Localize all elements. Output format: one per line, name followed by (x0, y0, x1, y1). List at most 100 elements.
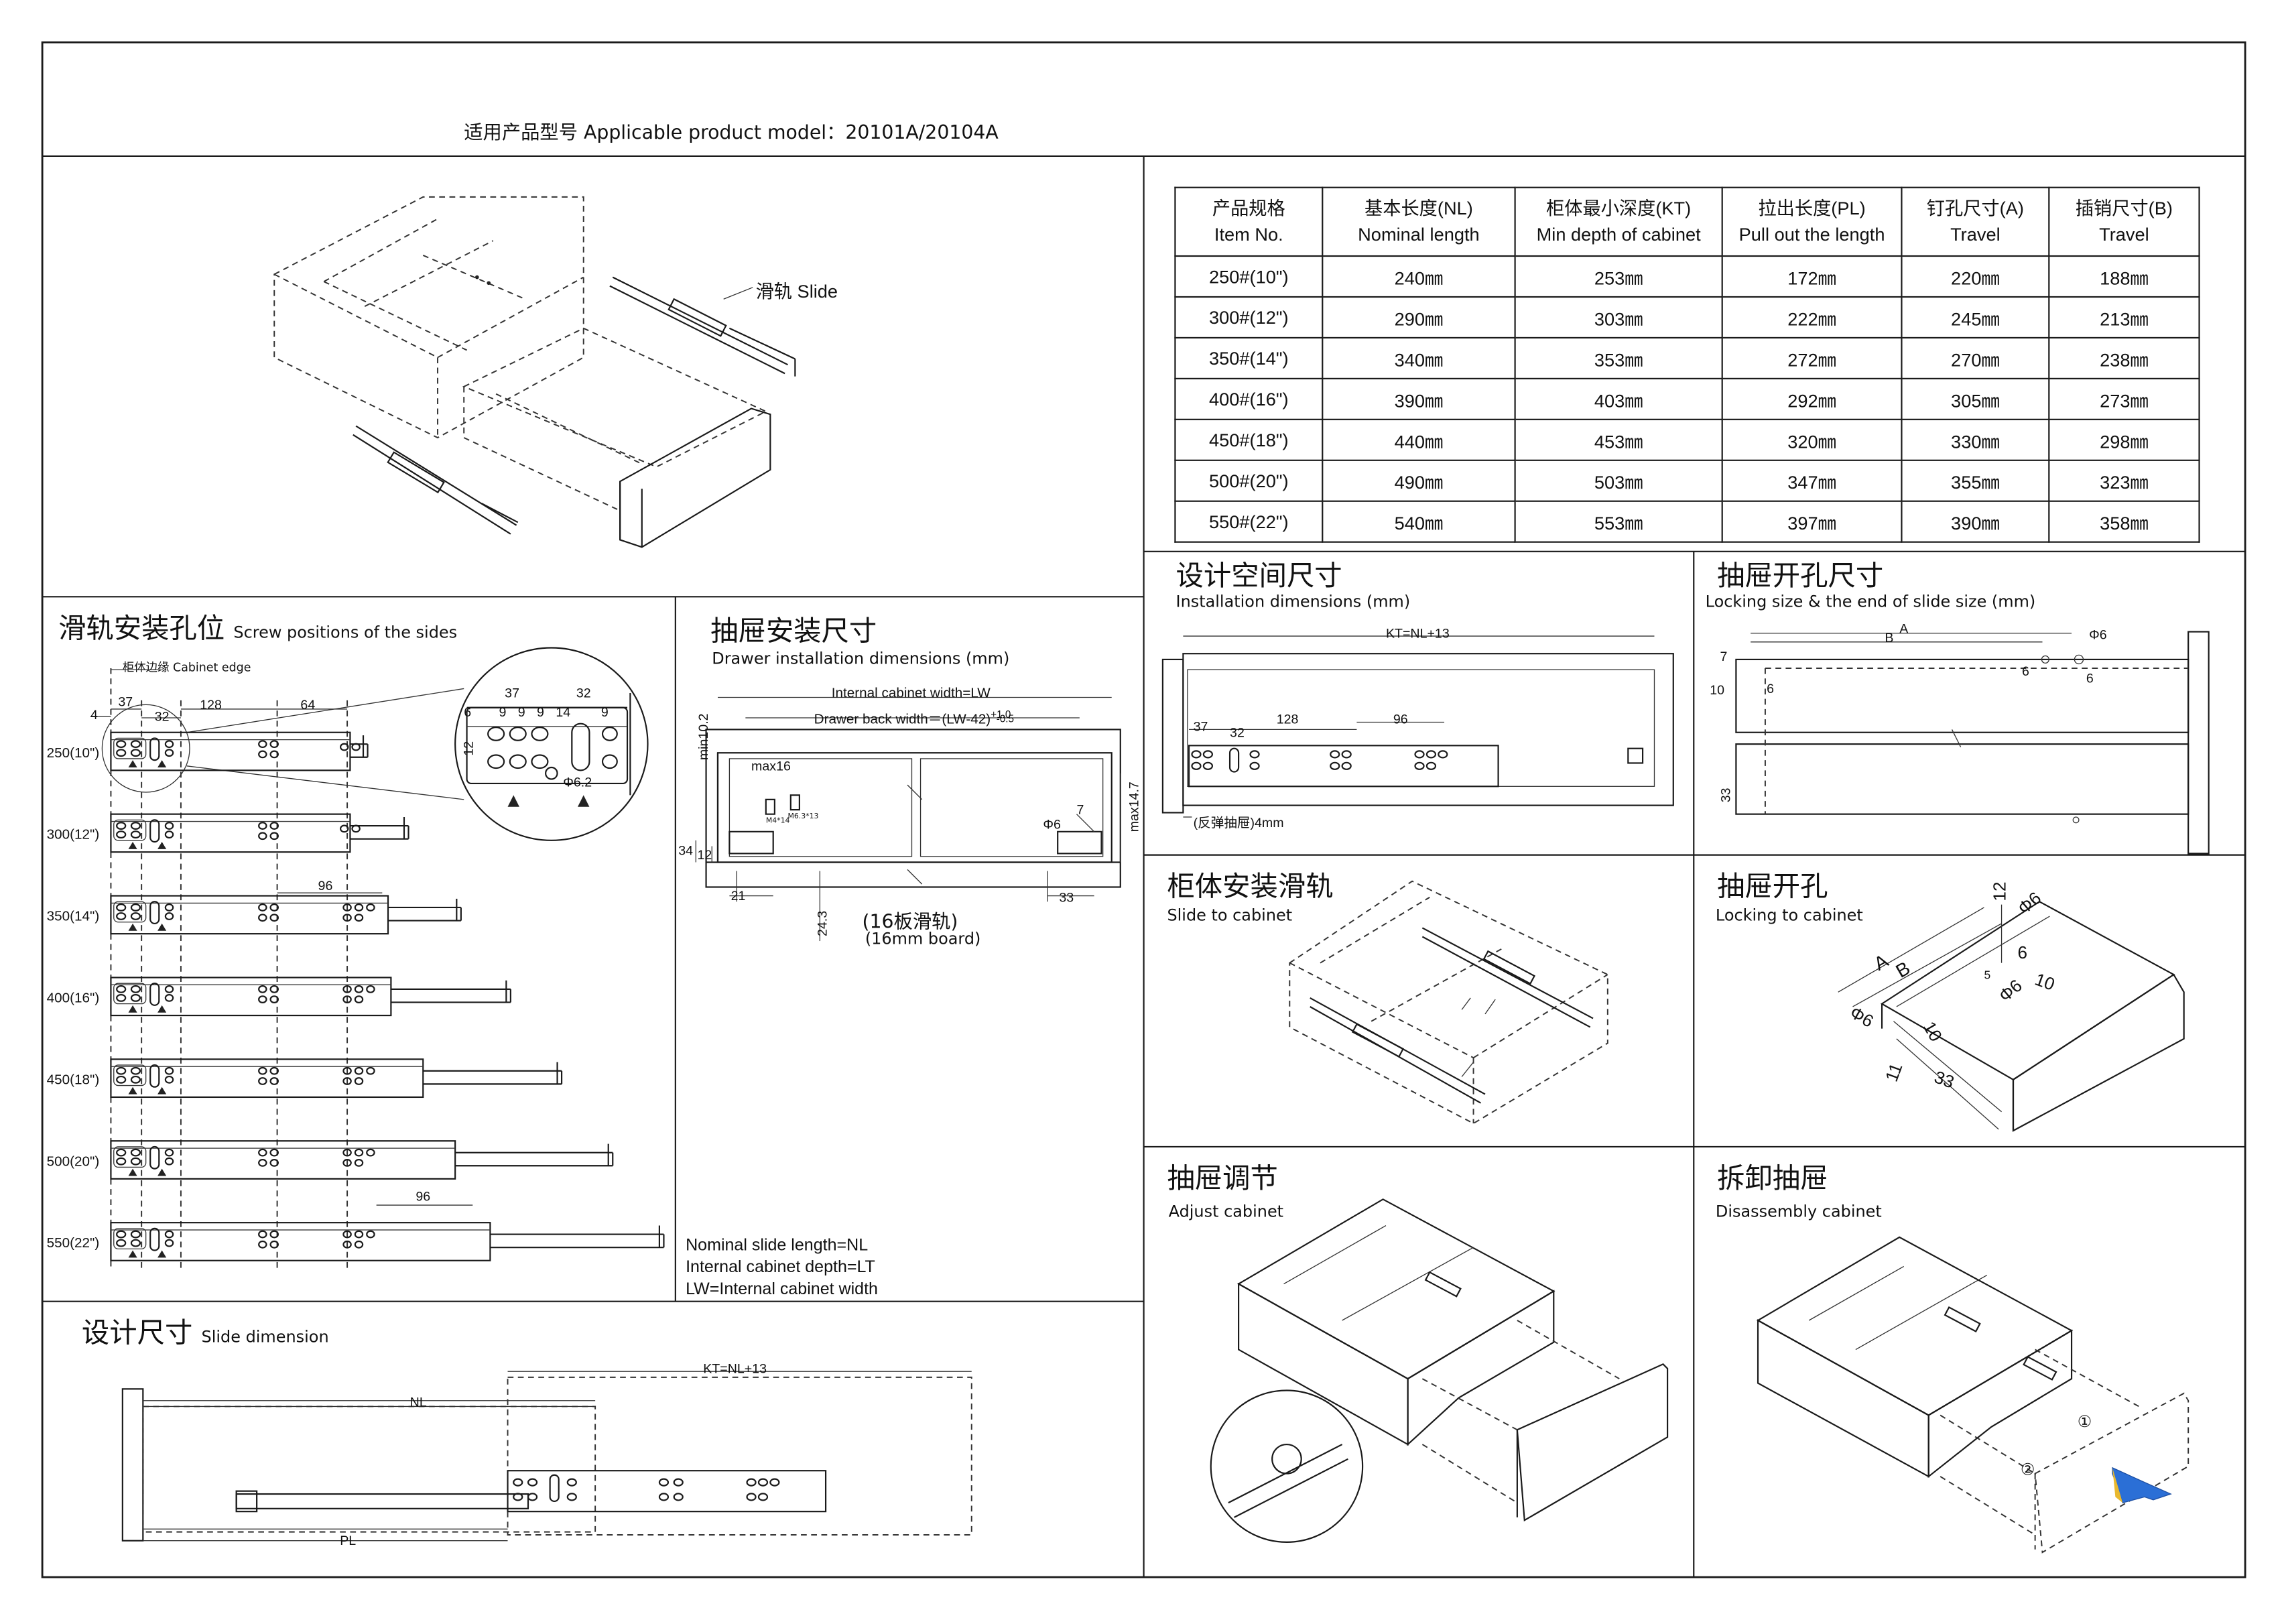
adjust-subtitle: Adjust cabinet (1168, 1202, 1284, 1221)
install-kt-label: KT=NL+13 (1385, 625, 1450, 641)
install-dim-37: 37 (1193, 719, 1208, 734)
table-cell: 350#(14") (1174, 336, 1324, 379)
lock2-6: 6 (2017, 942, 2028, 963)
install-space-drawing (1161, 635, 1674, 818)
dim-4: 4 (90, 707, 98, 723)
dim-64: 64 (300, 697, 316, 712)
install-space-subtitle: Installation dimensions (mm) (1176, 592, 1411, 612)
table-cell: 292㎜ (1721, 377, 1903, 420)
screw-row-drawing (110, 1140, 614, 1180)
lock-dim-7: 7 (1720, 649, 1728, 664)
detail-dim-phi62: Φ6.2 (563, 774, 592, 790)
spec-header-kt: 柜体最小深度(KT)Min depth of cabinet (1514, 186, 1723, 257)
table-cell: 353㎜ (1514, 336, 1723, 379)
slide-dimension-drawing (121, 1371, 972, 1542)
table-cell: 238㎜ (2048, 336, 2200, 379)
slide-top-drawing (609, 276, 796, 377)
lock-dim-10: 10 (1710, 682, 1725, 698)
table-cell: 303㎜ (1514, 296, 1723, 339)
dim-7: 7 (1076, 802, 1084, 818)
slide-kt-label: KT=NL+13 (703, 1361, 767, 1376)
exploded-cabinet-drawing (273, 196, 796, 548)
dim-33: 33 (1059, 889, 1074, 905)
screw-row-label: 450(18") (46, 1072, 100, 1088)
definition-lt: Internal cabinet depth=LT (686, 1259, 875, 1277)
cabinet-edge-label: 柜体边缘 Cabinet edge (122, 661, 251, 674)
dim-12: 12 (697, 847, 712, 863)
table-cell: 270㎜ (1901, 336, 2050, 379)
dim-96-b: 96 (416, 1189, 431, 1204)
tolerance-minus: -0.5 (996, 714, 1015, 725)
slide-to-cabinet-subtitle: Slide to cabinet (1167, 905, 1293, 926)
lock-phi6: Φ6 (2089, 627, 2107, 642)
dim-21: 21 (731, 888, 746, 903)
table-cell: 172㎜ (1721, 255, 1903, 298)
table-cell: 400#(16") (1174, 377, 1324, 420)
locking-size-drawing (1735, 631, 2210, 855)
slide-nl-label: NL (409, 1395, 427, 1410)
table-cell: 220㎜ (1901, 255, 2050, 298)
table-cell: 253㎜ (1514, 255, 1723, 298)
install-space-title: 设计空间尺寸 (1176, 560, 1342, 592)
definitions: Nominal slide length=NL Internal cabinet… (686, 1236, 878, 1302)
table-cell: 355㎜ (1901, 459, 2050, 502)
table-cell: 298㎜ (2048, 418, 2200, 461)
install-note: (反弹抽屉)4mm (1193, 815, 1284, 830)
table-cell: 273㎜ (2048, 377, 2200, 420)
install-dim-128: 128 (1276, 712, 1299, 727)
table-cell: 503㎜ (1514, 459, 1723, 502)
screw-row-label: 550(22") (46, 1235, 100, 1252)
table-cell: 250#(10") (1174, 255, 1324, 298)
table-cell: 390㎜ (1901, 500, 2050, 543)
dim-96-a: 96 (318, 878, 333, 893)
table-cell: 188㎜ (2048, 255, 2200, 298)
drawer-install-drawing (695, 696, 1121, 942)
table-cell: 500#(20") (1174, 459, 1324, 502)
table-cell: 390㎜ (1322, 377, 1516, 420)
drawer-install-title: 抽屉安装尺寸 (710, 615, 877, 648)
table-cell: 403㎜ (1514, 377, 1723, 420)
lock-dim-6a: 6 (1767, 681, 1775, 696)
slide-label: 滑轨 Slide (755, 282, 838, 302)
drawer-install-subtitle: Drawer installation dimensions (mm) (712, 649, 1010, 668)
slide-pl-label: PL (340, 1533, 357, 1548)
screw-m6: M6.3*13 (787, 812, 819, 822)
dim-32: 32 (154, 708, 170, 724)
screw-row-label: 250(10") (46, 745, 100, 762)
slide-dimension-title: 设计尺寸 Slide dimension (81, 1317, 329, 1350)
detail-dim-37: 37 (505, 686, 519, 700)
detail-dim-9b: 9 (517, 704, 525, 720)
table-cell: 222㎜ (1721, 296, 1903, 339)
lock-dim-6c: 6 (2086, 671, 2094, 686)
table-cell: 397㎜ (1721, 500, 1903, 543)
table-cell: 358㎜ (2048, 500, 2200, 543)
table-cell: 245㎜ (1901, 296, 2050, 339)
table-cell: 240㎜ (1322, 255, 1516, 298)
table-cell: 300#(12") (1174, 296, 1324, 339)
dim-phi6: Φ6 (1043, 817, 1061, 832)
spec-header-pl: 拉出长度(PL)Pull out the length (1721, 186, 1903, 257)
table-cell: 272㎜ (1721, 336, 1903, 379)
spec-header-b: 插销尺寸(B)Travel (2048, 186, 2200, 257)
table-cell: 290㎜ (1322, 296, 1516, 339)
table-cell: 440㎜ (1322, 418, 1516, 461)
screw-row-label: 400(16") (46, 991, 100, 1007)
locking-size-title: 抽屉开孔尺寸 (1717, 560, 1884, 592)
adjust-drawing (1210, 1198, 1669, 1543)
table-cell: 540㎜ (1322, 500, 1516, 543)
table-cell: 323㎜ (2048, 459, 2200, 502)
definition-nl: Nominal slide length=NL (686, 1237, 869, 1255)
lock2-5: 5 (1984, 969, 1991, 982)
table-cell: 213㎜ (2048, 296, 2200, 339)
screw-row-drawing (110, 1058, 563, 1099)
dim-37: 37 (118, 694, 133, 709)
table-cell: 550#(22") (1174, 500, 1324, 543)
